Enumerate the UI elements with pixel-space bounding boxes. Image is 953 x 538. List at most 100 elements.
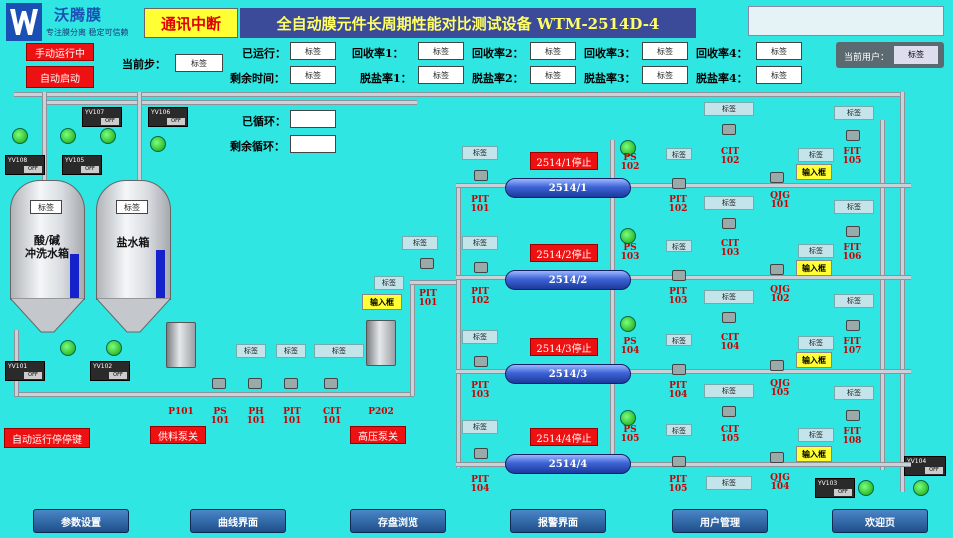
unit1-ps-tag: PS 102 (620, 153, 640, 172)
nav-welcome[interactable]: 欢迎页 (832, 509, 928, 533)
desalt-1-value: 标签 (418, 66, 464, 84)
unit1-value-5: 标签 (798, 148, 834, 162)
valve-yv103-label: YV103 (818, 480, 838, 487)
recovery-4-value: 标签 (756, 42, 802, 60)
hp-riser-pipe (410, 280, 415, 396)
unit3-pit-out-tag: PIT 104 (668, 381, 688, 400)
valve-knob-icon[interactable] (100, 128, 116, 144)
nav-user-management[interactable]: 用户管理 (672, 509, 768, 533)
unit4-value-4: 标签 (706, 476, 752, 490)
hp-pump-tag: P202 (368, 407, 394, 417)
pressure-switch-icon (212, 378, 226, 389)
conductivity-meter-icon (324, 378, 338, 389)
valve-knob-icon[interactable] (858, 480, 874, 496)
unit1-status-button[interactable]: 2514/1停止 (530, 152, 598, 170)
unit2-qjg-tag: QJG 102 (770, 285, 790, 304)
unit4-cit-icon (722, 406, 736, 417)
nav-param-settings[interactable]: 参数设置 (33, 509, 129, 533)
valve-knob-icon[interactable] (60, 128, 76, 144)
unit4-value-5: 标签 (798, 428, 834, 442)
feed-gauge-1: 标签 (236, 344, 266, 358)
unit2-cit-tag: CIT 103 (720, 239, 740, 258)
unit3-value-5: 标签 (798, 336, 834, 350)
unit2-qjg-icon (770, 264, 784, 275)
unit3-status-button[interactable]: 2514/3停止 (530, 338, 598, 356)
valve-knob-icon[interactable] (620, 316, 636, 332)
unit3-input-field[interactable]: 输入框 (796, 352, 832, 368)
valve-yv106-state: OFF (167, 118, 185, 125)
cycled-value (290, 110, 336, 128)
tank1-inlet-pipe (42, 92, 47, 182)
remain-time-value: 标签 (290, 66, 336, 84)
valve-yv107-label: YV107 (85, 109, 105, 116)
desalt-3-value: 标签 (642, 66, 688, 84)
unit3-value-2: 标签 (666, 334, 692, 346)
unit3-cit-icon (722, 312, 736, 323)
return-pipe (42, 100, 417, 105)
valve-knob-icon[interactable] (106, 340, 122, 356)
valve-yv105-state: OFF (81, 166, 99, 173)
nav-alarm-view[interactable]: 报警界面 (510, 509, 606, 533)
unit4-ps-tag: PS 105 (620, 425, 640, 444)
auto-stop-button[interactable]: 自动运行停停键 (4, 428, 90, 448)
remain-cycle-value (290, 135, 336, 153)
tank-acid-alkali-cone (10, 298, 85, 333)
unit2-value-5: 标签 (798, 244, 834, 258)
vessel-2514-4[interactable]: 2514/4 (505, 454, 631, 474)
hp-pump-button[interactable]: 高压泵关 (350, 426, 406, 444)
unit4-pit-out-tag: PIT 105 (668, 475, 688, 494)
main-input-field[interactable]: 输入框 (362, 294, 402, 310)
valve-knob-icon[interactable] (620, 140, 636, 156)
concentrate-manifold-pipe (880, 120, 885, 470)
unit2-input-field[interactable]: 输入框 (796, 260, 832, 276)
feed-gauge-2: 标签 (276, 344, 306, 358)
unit1-qjg-tag: QJG 101 (770, 191, 790, 210)
unit1-value-3: 标签 (704, 102, 754, 116)
ps101-tag: PS 101 (210, 407, 230, 426)
valve-knob-icon[interactable] (12, 128, 28, 144)
unit4-value-3: 标签 (704, 384, 754, 398)
hp-pump-motor-icon[interactable] (366, 320, 396, 366)
vessel-2514-1[interactable]: 2514/1 (505, 178, 631, 198)
valve-knob-icon[interactable] (60, 340, 76, 356)
valve-yv108-label: YV108 (8, 157, 28, 164)
nav-save-browse[interactable]: 存盘浏览 (350, 509, 446, 533)
vessel-2514-2[interactable]: 2514/2 (505, 270, 631, 290)
nav-curve-view[interactable]: 曲线界面 (190, 509, 286, 533)
unit2-status-button[interactable]: 2514/2停止 (530, 244, 598, 262)
run-time-label: 已运行： (242, 47, 286, 60)
unit4-status-button[interactable]: 2514/4停止 (530, 428, 598, 446)
current-user-label: 当前用户： (844, 53, 890, 63)
unit2-pit-out-tag: PIT 103 (668, 287, 688, 306)
valve-knob-icon[interactable] (620, 228, 636, 244)
unit1-input-field[interactable]: 输入框 (796, 164, 832, 180)
unit1-cit-tag: CIT 102 (720, 147, 740, 166)
unit4-fit-tag: FIT 108 (842, 427, 862, 446)
valve-yv101-state: OFF (24, 372, 42, 379)
current-user-value: 标签 (894, 46, 938, 64)
auto-start-button[interactable]: 自动启动 (26, 66, 94, 88)
manual-mode-indicator[interactable]: 手动运行中 (26, 43, 94, 61)
valve-knob-icon[interactable] (150, 136, 166, 152)
unit3-fit-tag: FIT 107 (842, 337, 862, 356)
valve-knob-icon[interactable] (620, 410, 636, 426)
unit1-inlet-pit-tag: PIT 101 (470, 195, 490, 214)
comm-status-badge: 通讯中断 (144, 8, 238, 38)
valve-knob-icon[interactable] (913, 480, 929, 496)
unit4-inlet-pit-tag: PIT 104 (470, 475, 490, 494)
unit2-fit-icon (846, 226, 860, 237)
feed-pump-button[interactable]: 供料泵关 (150, 426, 206, 444)
vessel-2514-3[interactable]: 2514/3 (505, 364, 631, 384)
feed-pump-motor-icon[interactable] (166, 322, 196, 368)
right-riser-pipe (900, 92, 905, 492)
unit1-value-6: 标签 (834, 106, 874, 120)
unit4-input-field[interactable]: 输入框 (796, 446, 832, 462)
